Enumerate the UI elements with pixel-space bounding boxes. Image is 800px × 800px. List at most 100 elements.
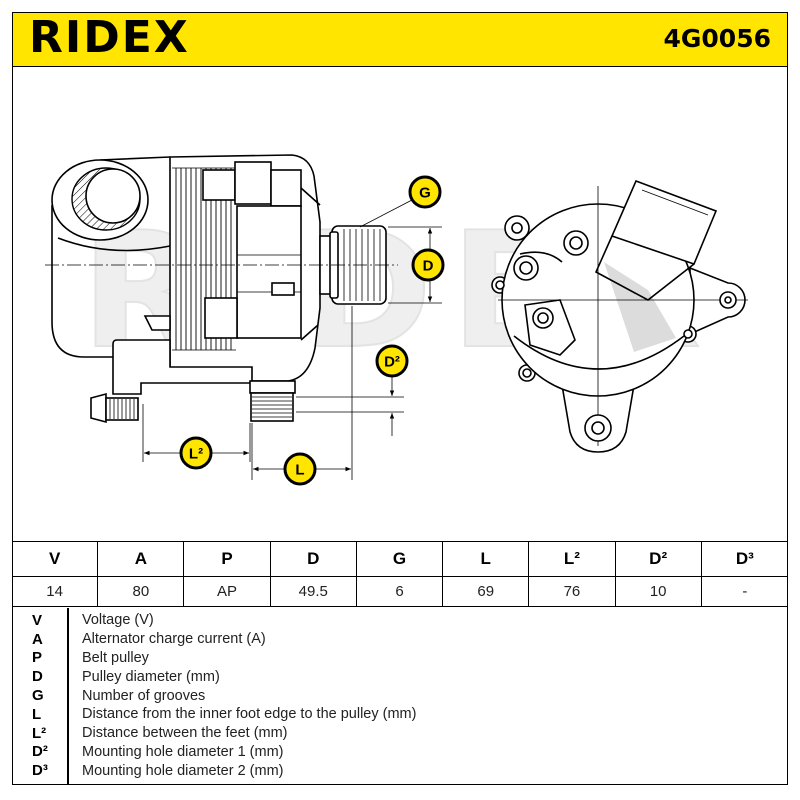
label-text-d: D bbox=[423, 258, 434, 275]
mount-hole-bottom bbox=[591, 421, 605, 435]
front-ear-right bbox=[689, 266, 746, 336]
terminal-wire bbox=[519, 251, 563, 263]
front-inner-arc bbox=[513, 335, 685, 370]
spec-value: 6 bbox=[357, 577, 444, 606]
connector-housing-edge bbox=[641, 189, 709, 216]
spec-header: L bbox=[443, 542, 530, 577]
spec-value: 80 bbox=[98, 577, 185, 606]
connector-block-2 bbox=[234, 161, 272, 205]
ear-hole-right-inner bbox=[724, 296, 732, 304]
legend-row: P Belt pulley bbox=[12, 649, 788, 668]
label-badge bbox=[283, 452, 317, 486]
spec-value: 49.5 bbox=[271, 577, 357, 606]
dimension-label-l: L bbox=[283, 452, 317, 486]
spec-value: 10 bbox=[616, 577, 702, 606]
legend-row: L Distance from the inner foot edge to t… bbox=[12, 705, 788, 724]
alternator-side-view bbox=[45, 154, 398, 424]
legend-description: Mounting hole diameter 2 (mm) bbox=[82, 762, 284, 779]
rear-housing-outline bbox=[51, 156, 171, 358]
spec-value: 14 bbox=[12, 577, 99, 606]
legend-symbol: D bbox=[32, 668, 43, 686]
label-badge bbox=[179, 436, 213, 470]
foot-bushing-hatch bbox=[252, 396, 292, 418]
spec-value: - bbox=[742, 583, 748, 600]
legend-symbol: D² bbox=[32, 743, 48, 761]
dimension-label-d2: D² bbox=[375, 344, 409, 378]
housing-tube-edge bbox=[57, 237, 171, 252]
legend-description: Distance between the feet (mm) bbox=[82, 725, 288, 742]
lug-hole-bottom-left bbox=[522, 368, 532, 378]
terminal-post-lower-nut bbox=[537, 312, 549, 324]
spec-value: AP bbox=[184, 577, 271, 606]
front-shading bbox=[604, 262, 676, 352]
front-foot-bushing bbox=[250, 392, 294, 422]
lug-hole-left bbox=[495, 280, 505, 290]
lug-hole-top-left bbox=[511, 222, 523, 234]
spec-header: D bbox=[270, 542, 357, 577]
legend-symbol: A bbox=[32, 630, 43, 648]
legend-symbol: G bbox=[32, 687, 44, 705]
dimension-lines bbox=[142, 199, 442, 480]
alternator-front-view bbox=[491, 179, 748, 453]
label-badge bbox=[408, 175, 442, 209]
legend-divider bbox=[67, 608, 69, 785]
label-badge bbox=[411, 248, 445, 282]
dimension-label-g: G bbox=[408, 175, 442, 209]
legend-description: Pulley diameter (mm) bbox=[82, 668, 220, 685]
g-leader bbox=[359, 199, 413, 228]
legend-symbol: V bbox=[32, 611, 43, 629]
legend: V Voltage (V) A Alternator charge curren… bbox=[12, 608, 788, 785]
label-text-g: G bbox=[419, 185, 431, 202]
regulator-plate bbox=[236, 205, 302, 339]
bolt-threads bbox=[109, 399, 135, 419]
legend-row: L² Distance between the feet (mm) bbox=[12, 724, 788, 743]
part-number: 4G0056 bbox=[663, 24, 772, 53]
spec-table: V A P D G L L² D² D³ 14 80 AP 49.5 6 69 … bbox=[12, 541, 788, 607]
dimension-label-d: D bbox=[411, 248, 445, 282]
legend-symbol: D³ bbox=[32, 762, 48, 780]
lower-block bbox=[204, 297, 238, 339]
spec-header: L² bbox=[529, 542, 616, 577]
housing-tube-inner bbox=[85, 168, 141, 224]
spec-header: D³ bbox=[701, 542, 788, 577]
label-text-l2: L² bbox=[189, 446, 203, 463]
legend-description: Distance from the inner foot edge to the… bbox=[82, 706, 417, 723]
bracket-tab bbox=[143, 315, 171, 331]
header-bar: RIDEX 4G0056 bbox=[12, 12, 788, 67]
label-text-l: L bbox=[295, 462, 304, 479]
legend-row: G Number of grooves bbox=[12, 686, 788, 705]
legend-row: V Voltage (V) bbox=[12, 611, 788, 630]
legend-description: Voltage (V) bbox=[82, 612, 154, 629]
legend-row: D³ Mounting hole diameter 2 (mm) bbox=[12, 761, 788, 780]
mounting-bracket bbox=[112, 339, 253, 395]
legend-symbol: P bbox=[32, 649, 43, 667]
spec-value: 69 bbox=[443, 577, 530, 606]
legend-symbol: L² bbox=[32, 724, 47, 742]
spec-header: V bbox=[12, 542, 99, 577]
legend-description: Number of grooves bbox=[82, 687, 206, 704]
connector-plate bbox=[594, 235, 695, 301]
label-text-d2: D² bbox=[384, 354, 400, 371]
terminal-post-top-nut bbox=[569, 236, 583, 250]
legend-description: Mounting hole diameter 1 (mm) bbox=[82, 743, 284, 760]
spec-value: 76 bbox=[529, 577, 616, 606]
spec-header: D² bbox=[615, 542, 702, 577]
mounting-bolt-head bbox=[90, 392, 107, 424]
legend-row: D² Mounting hole diameter 1 (mm) bbox=[12, 743, 788, 762]
connector-block-1 bbox=[202, 169, 236, 201]
spec-header: G bbox=[356, 542, 444, 577]
terminal-block bbox=[271, 282, 295, 296]
legend-row: A Alternator charge current (A) bbox=[12, 630, 788, 649]
legend-description: Alternator charge current (A) bbox=[82, 631, 266, 648]
legend-symbol: L bbox=[32, 705, 42, 723]
bearing-cap bbox=[300, 187, 321, 341]
technical-drawing: RIDEX bbox=[45, 154, 748, 486]
terminal-post-left-nut bbox=[519, 261, 533, 275]
spec-header: P bbox=[184, 542, 271, 577]
label-badge bbox=[375, 344, 409, 378]
legend-row: D Pulley diameter (mm) bbox=[12, 667, 788, 686]
dimension-label-l2: L² bbox=[179, 436, 213, 470]
brand-logo: RIDEX bbox=[29, 12, 190, 63]
spec-header: A bbox=[98, 542, 185, 577]
